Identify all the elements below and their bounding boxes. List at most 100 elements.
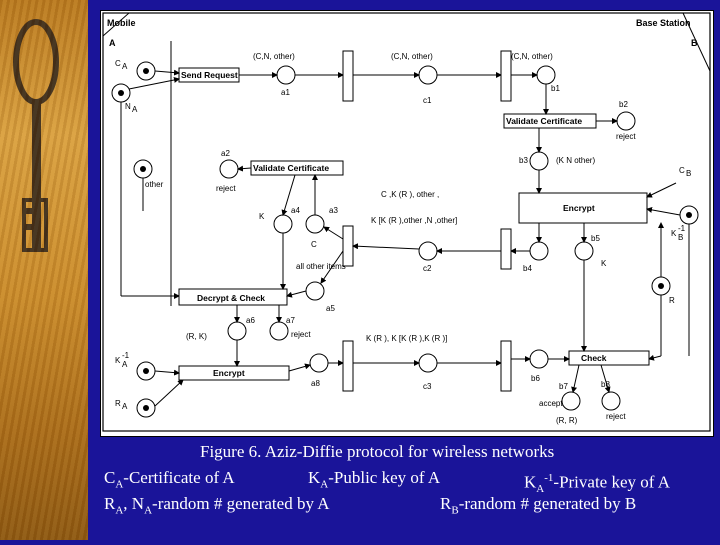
- place-a6: [227, 321, 247, 341]
- base-transition-2: [500, 228, 512, 270]
- b4-label: b4: [523, 264, 532, 273]
- reject-b2-label: reject: [616, 132, 636, 141]
- ka-inv-label: K: [115, 356, 121, 365]
- place-b6: [529, 349, 549, 369]
- caption-ka-inv-definition: KA-1-Private key of A: [524, 472, 671, 496]
- svg-text:-1: -1: [122, 351, 130, 360]
- send-request-label: Send Request: [181, 70, 238, 80]
- kb-label: K: [259, 212, 265, 221]
- place-all-other: [305, 281, 325, 301]
- b6-label: b6: [531, 374, 540, 383]
- rb-ka-label: (R, K): [186, 332, 207, 341]
- arc-label-t2: (C,N, other): [391, 52, 433, 61]
- b8-label: b8: [601, 380, 610, 389]
- corner-a-label: A: [109, 38, 116, 48]
- place-a4: [273, 214, 293, 234]
- b5-label: b5: [591, 234, 600, 243]
- encrypt-a-label: Encrypt: [213, 368, 245, 378]
- rb-label: R: [669, 296, 675, 305]
- c1-label: c1: [423, 96, 432, 105]
- caption-ka-definition: KA-Public key of A: [308, 468, 441, 491]
- corner-b-label: B: [691, 38, 698, 48]
- b3-label: b3: [519, 156, 528, 165]
- place-b4: [529, 241, 549, 261]
- caption-rb-definition: RB-random # generated by B: [440, 494, 637, 517]
- a7-label: a7: [286, 316, 295, 325]
- place-c2: [418, 241, 438, 261]
- b1-label: b1: [551, 84, 560, 93]
- place-a8: [309, 353, 329, 373]
- place-b3: [529, 151, 549, 171]
- ra-label: R: [115, 399, 121, 408]
- ra-rb-label: (R, R): [556, 416, 578, 425]
- a5-label: a5: [326, 304, 335, 313]
- channel-transition-1: [342, 50, 354, 102]
- mobile-label: Mobile: [107, 18, 136, 28]
- a1-label: a1: [281, 88, 290, 97]
- check-label: Check: [581, 353, 607, 363]
- key-icon: [13, 19, 59, 252]
- svg-text:B: B: [686, 169, 691, 178]
- caption-ra-na-definition: RA, NA-random # generated by A: [104, 494, 330, 517]
- place-a3: [305, 214, 325, 234]
- diagram-canvas: Mobile Base Station A B C A N A Send Req…: [102, 12, 711, 432]
- place-a1: [276, 65, 296, 85]
- channel-transition-3: [342, 340, 354, 392]
- channel-transition-2: [342, 225, 354, 267]
- arc-label-t3: (C,N, other): [511, 52, 553, 61]
- decorative-key-photo: [0, 0, 88, 540]
- base-transition-3: [500, 340, 512, 392]
- place-b5: [574, 241, 594, 261]
- place-a7: [269, 321, 289, 341]
- b2-label: b2: [619, 100, 628, 109]
- reject-a7-label: reject: [291, 330, 311, 339]
- svg-text:A: A: [122, 402, 128, 411]
- base-transition-1: [500, 50, 512, 102]
- c3-label: c3: [423, 382, 432, 391]
- petri-net-diagram: Mobile Base Station A B C A N A Send Req…: [100, 10, 714, 437]
- a4-label: a4: [291, 206, 300, 215]
- svg-text:A: A: [132, 105, 138, 114]
- all-other-items-label: all other items: [296, 262, 346, 271]
- arc-label-t1: (C,N, other): [253, 52, 295, 61]
- arc-label-msg2b: K [K (R ),other ,N ,other]: [371, 216, 457, 225]
- c2-label: c2: [423, 264, 432, 273]
- na-label: N: [125, 102, 131, 111]
- validate-cert-a-label: Validate Certificate: [253, 163, 329, 173]
- a8-label: a8: [311, 379, 320, 388]
- decrypt-check-label: Decrypt & Check: [197, 293, 265, 303]
- b7-label: b7: [559, 382, 568, 391]
- cb-a3-label: C: [311, 240, 317, 249]
- cb-label: C: [679, 166, 685, 175]
- caption-title: Figure 6. Aziz-Diffie protocol for wirel…: [200, 442, 555, 461]
- svg-text:A: A: [122, 62, 128, 71]
- arc-label-msg3: K (R ), K [K (R ),K (R )]: [366, 334, 447, 343]
- a2-label: a2: [221, 149, 230, 158]
- reject-a2-label: reject: [216, 184, 236, 193]
- place-c3: [418, 353, 438, 373]
- svg-text:-1: -1: [678, 224, 686, 233]
- place-a2: [219, 159, 239, 179]
- a6-label: a6: [246, 316, 255, 325]
- place-b8: [601, 391, 621, 411]
- ka-b5-label: K: [601, 259, 607, 268]
- place-b1: [536, 65, 556, 85]
- base-station-label: Base Station: [636, 18, 691, 28]
- validate-cert-b-label: Validate Certificate: [506, 116, 582, 126]
- reject-b8-label: reject: [606, 412, 626, 421]
- caption-ca-definition: CA-Certificate of A: [104, 468, 235, 491]
- kb-inv-label: K: [671, 229, 677, 238]
- slide-top-band: [88, 0, 720, 10]
- arc-label-t4: (K N other): [556, 156, 595, 165]
- svg-text:B: B: [678, 233, 683, 242]
- place-c1: [418, 65, 438, 85]
- accept-label: accept: [539, 399, 563, 408]
- other1-label: other: [145, 180, 164, 189]
- place-b7: [561, 391, 581, 411]
- encrypt-b-label: Encrypt: [563, 203, 595, 213]
- place-ra: [136, 398, 156, 418]
- ca-label: C: [115, 59, 121, 68]
- svg-text:A: A: [122, 360, 128, 369]
- arc-label-msg2a: C ,K (R ), other ,: [381, 190, 439, 199]
- a3-label: a3: [329, 206, 338, 215]
